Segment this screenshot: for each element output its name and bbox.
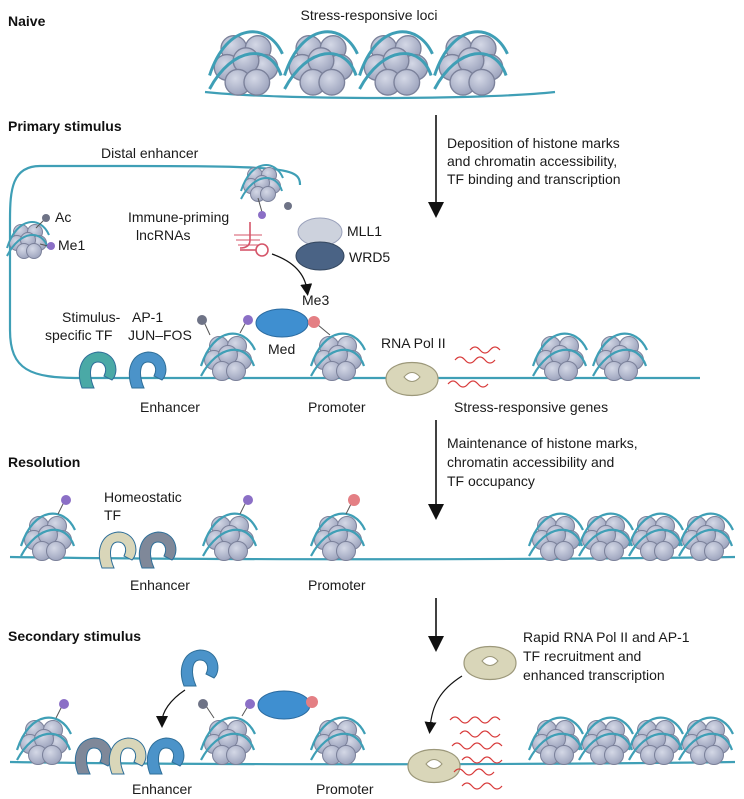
ap1-tf	[128, 351, 167, 389]
arrow2-line1: Maintenance of histone marks,	[447, 435, 638, 451]
section-title-naive: Naive	[8, 13, 46, 29]
incoming-ap1-arrow	[156, 689, 186, 728]
enhancer-label-resolution: Enhancer	[130, 577, 190, 593]
sec-me3-mark	[306, 696, 318, 708]
arrow2-line3: TF occupancy	[447, 473, 535, 489]
wrd5-label: WRD5	[349, 249, 390, 265]
promoter-label-primary: Promoter	[308, 399, 366, 415]
lncrna-label-1: Immune-priming	[128, 209, 229, 225]
lncrna-arrow	[271, 253, 313, 296]
sec-ap1-tf	[146, 737, 185, 775]
homeostatic-tf-label-1: Homeostatic	[104, 489, 182, 505]
sec-nucleosome-1	[15, 716, 73, 766]
promoter-label-resolution: Promoter	[308, 577, 366, 593]
arrow2-line2: chromatin accessibility and	[447, 454, 614, 470]
res-me3-mark	[345, 494, 360, 515]
enhancer-nucleosome	[199, 332, 257, 382]
med-label: Med	[268, 341, 295, 357]
section-title-resolution: Resolution	[8, 454, 80, 470]
lncrna-hairpin	[234, 222, 269, 257]
enhancer-label-secondary: Enhancer	[132, 781, 192, 797]
distal-marks	[257, 197, 292, 219]
section-title-secondary: Secondary stimulus	[8, 628, 141, 644]
wrd5-complex	[295, 241, 345, 271]
enhancer-marks	[197, 315, 253, 336]
secondary-dna	[9, 760, 736, 766]
res-me1-mark-1	[57, 495, 71, 515]
homeostatic-tf-label-2: TF	[104, 507, 121, 523]
transcripts-secondary	[449, 716, 503, 790]
ac-mark	[35, 214, 50, 229]
sec-enhancer-marks	[198, 699, 255, 719]
distal-enhancer-label: Distal enhancer	[101, 145, 199, 161]
res-nucleosome-2	[201, 512, 259, 562]
arrow1-line2: and chromatin accessibility,	[447, 153, 617, 169]
stress-loci-label: Stress-responsive loci	[301, 7, 438, 23]
rna-pol-label: RNA Pol II	[381, 335, 446, 351]
mediator	[255, 308, 309, 338]
mll1-label: MLL1	[347, 223, 382, 239]
incoming-pol-arrow	[424, 675, 463, 734]
promoter-nucleosome	[309, 332, 367, 382]
sec-gene-nucleosomes	[527, 716, 735, 766]
arrow3-line2: TF recruitment and	[523, 648, 641, 664]
naive-nucleosomes	[208, 30, 509, 97]
me3-mark	[308, 316, 331, 336]
res-nucleosome-3	[309, 512, 367, 562]
gene-nucleosome-1	[531, 332, 589, 382]
stress-genes-label: Stress-responsive genes	[454, 399, 608, 415]
res-nucleosome-1	[19, 512, 77, 562]
sec-pol-ii	[407, 748, 461, 784]
arrow1-line1: Deposition of histone marks	[447, 135, 620, 151]
lncrna-label-2: lncRNAs	[136, 227, 190, 243]
arrow3-line3: enhanced transcription	[523, 667, 665, 683]
me1-label: Me1	[58, 237, 85, 253]
sec-homeostatic-tf	[108, 737, 147, 775]
ap1-label-1: AP-1	[132, 309, 163, 325]
rna-pol-ii	[385, 361, 439, 397]
res-gene-nucleosomes	[527, 512, 735, 562]
promoter-label-secondary: Promoter	[316, 781, 374, 797]
sec-dark-tf	[74, 737, 113, 775]
section-title-primary: Primary stimulus	[8, 118, 122, 134]
sec-nucleosome-2	[199, 716, 257, 766]
ap1-label-2: JUN–FOS	[128, 327, 192, 343]
ac-label: Ac	[55, 209, 71, 225]
stimulus-tf-label-2: specific TF	[45, 327, 112, 343]
stimulus-tf-label-1: Stimulus-	[62, 309, 121, 325]
incoming-pol-ii	[463, 645, 517, 681]
resolution-dna	[9, 555, 736, 561]
res-me1-mark-2	[239, 495, 253, 515]
me1-mark	[39, 242, 55, 250]
stimulus-tf	[78, 351, 117, 389]
me3-label: Me3	[302, 292, 329, 308]
sec-me1-mark-1	[55, 699, 69, 719]
gene-nucleosome-2	[591, 332, 649, 382]
homeostatic-tf	[98, 531, 137, 569]
transcripts-primary	[447, 346, 501, 388]
arrow1-line3: TF binding and transcription	[447, 171, 621, 187]
sec-nucleosome-3	[309, 716, 367, 766]
enhancer-label-primary: Enhancer	[140, 399, 200, 415]
loop-nucleosome	[6, 221, 50, 260]
resolution-dark-tf	[138, 531, 177, 569]
sec-mediator	[257, 690, 311, 720]
arrow3-line1: Rapid RNA Pol II and AP-1	[523, 629, 690, 645]
incoming-ap1	[180, 649, 219, 687]
